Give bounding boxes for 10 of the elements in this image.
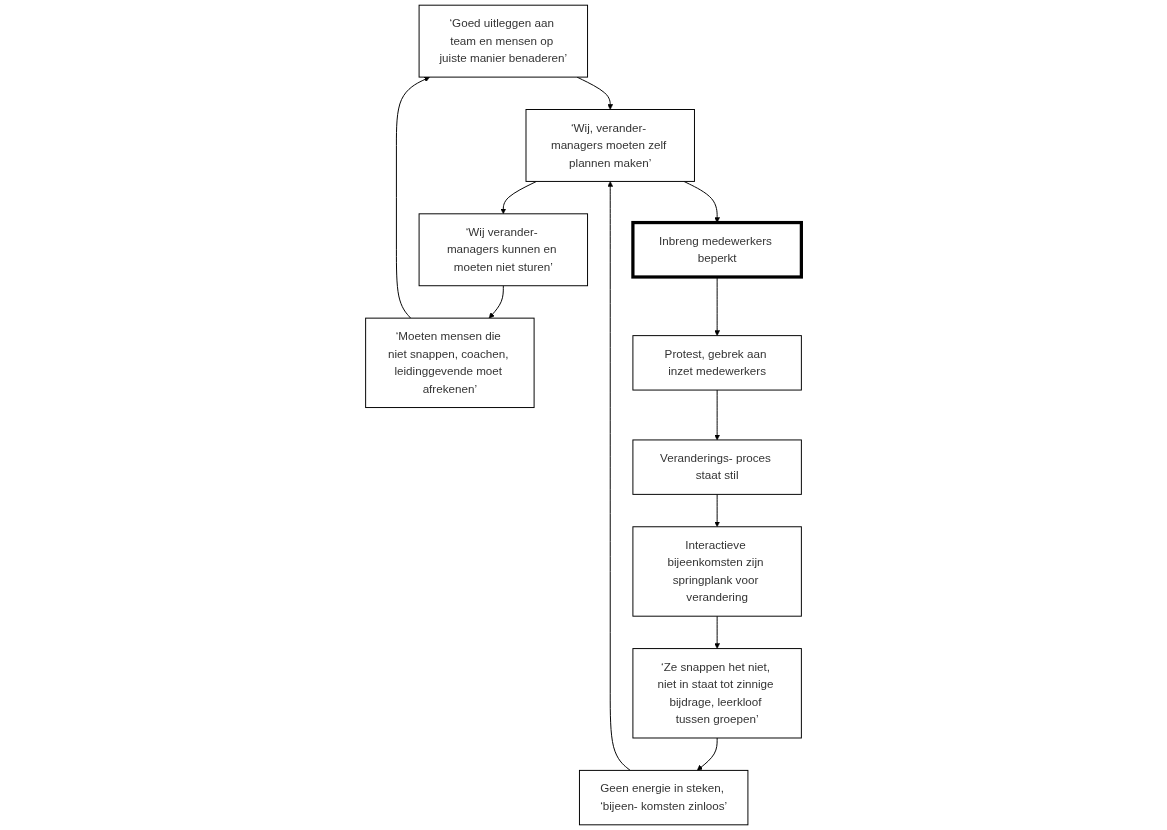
node-box: Protest, gebrek aan inzet medewerkers: [632, 335, 802, 391]
node-box: Geen energie in steken, ‘bijeen- komsten zinloos’: [578, 769, 749, 826]
node-box: ‘Goed uitleggen aan team en mensen op juiste manier benaderen’: [418, 4, 589, 78]
node-box: ‘Wij verander- managers kunnen en moeten niet sturen’: [418, 213, 589, 287]
node-box: Inbreng medewerkers beperkt: [631, 220, 803, 279]
node-box: ‘Wij, verander- managers moeten zelf plannen maken’: [525, 109, 695, 182]
node-box: Interactieve bijeenkomsten zijn springplank voor verandering: [632, 526, 802, 617]
node-box: ‘Ze snappen het niet, niet in staat tot zinnige bijdrage, leerkloof tussen groepen’: [632, 648, 802, 739]
node-box: ‘Moeten mensen die niet snappen, coachen, leidinggevende moet afrekenen’: [365, 317, 535, 409]
node-box: Veranderings- proces staat stil: [632, 439, 802, 495]
